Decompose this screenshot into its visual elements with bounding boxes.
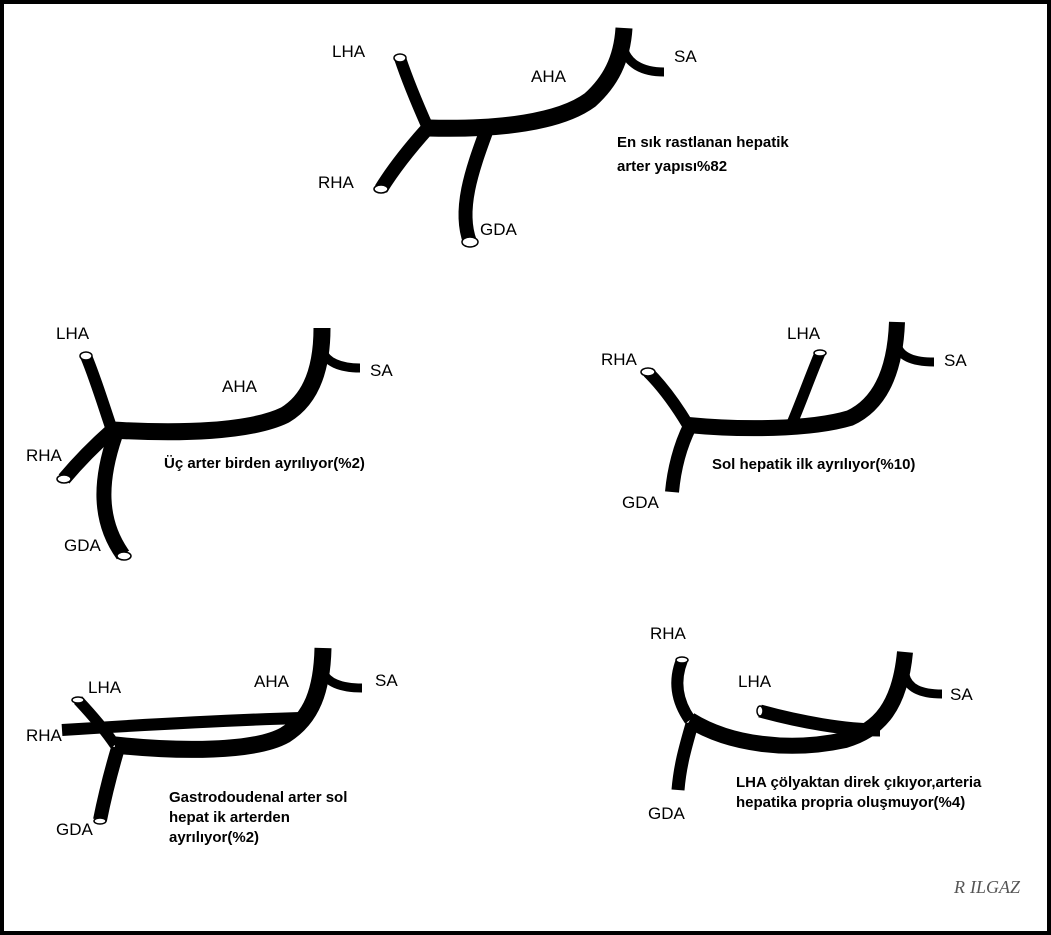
panel-lha-from-celiac-variant: LHA SA RHA GDA LHA çölyaktan direk çıkıy…	[648, 624, 982, 823]
common-hepatic-artery	[112, 328, 322, 432]
caption-line-1: Üç arter birden ayrılıyor(%2)	[164, 455, 365, 472]
splenic-artery	[905, 675, 942, 694]
panel-left-first-variant: LHA SA RHA GDA Sol hepatik ilk ayrılıyor…	[601, 322, 967, 512]
lha-label: LHA	[88, 678, 122, 697]
rha-label: RHA	[318, 173, 355, 192]
lha-label: LHA	[332, 42, 366, 61]
rha-label: RHA	[650, 624, 687, 643]
right-hepatic-artery	[381, 128, 428, 189]
caption-line-1: En sık rastlanan hepatik	[617, 134, 789, 151]
rha-label: RHA	[601, 350, 638, 369]
rha-vessel-end	[57, 475, 71, 483]
lha-vessel-end	[394, 54, 406, 62]
lha-vessel-end	[757, 706, 763, 716]
caption-line-1: LHA çölyaktan direk çıkıyor,arteria	[736, 774, 982, 791]
lha-vessel-end	[72, 697, 84, 703]
sa-label: SA	[375, 671, 398, 690]
panel-common-variant: LHA AHA SA RHA GDA En sık rastlanan hepa…	[318, 28, 789, 247]
splenic-artery	[624, 50, 664, 72]
lha-label: LHA	[787, 324, 821, 343]
caption-line-2: hepatika propria oluşmuyor(%4)	[736, 794, 965, 811]
aha-label: AHA	[254, 672, 290, 691]
splenic-artery	[322, 350, 360, 368]
lha-vessel-end	[814, 350, 826, 356]
left-hepatic-artery	[760, 711, 880, 730]
left-hepatic-artery	[790, 353, 820, 428]
rha-vessel-end	[374, 185, 388, 193]
gastroduodenal-artery	[678, 724, 692, 790]
common-hepatic-artery	[428, 28, 624, 128]
caption-line-1: Sol hepatik ilk ayrılıyor(%10)	[712, 456, 915, 473]
gda-vessel-end	[117, 552, 131, 560]
gastroduodenal-artery	[100, 748, 118, 820]
signature-initial: R	[953, 877, 965, 897]
rha-label: RHA	[26, 726, 63, 745]
author-signature: R ILGAZ	[953, 877, 1021, 897]
right-hepatic-artery	[677, 660, 690, 720]
lha-label: LHA	[738, 672, 772, 691]
caption-line-2: hepat ik arterden	[169, 809, 290, 826]
sa-label: SA	[674, 47, 697, 66]
common-hepatic-artery	[115, 648, 323, 749]
lha-vessel-end	[80, 352, 92, 360]
aha-label: AHA	[222, 377, 258, 396]
rha-label: RHA	[26, 446, 63, 465]
splenic-artery	[323, 672, 362, 688]
gda-vessel-end	[462, 237, 478, 247]
sa-label: SA	[944, 351, 967, 370]
splenic-artery	[897, 345, 934, 362]
lha-label: LHA	[56, 324, 90, 343]
gda-label: GDA	[648, 804, 686, 823]
rha-vessel-end	[641, 368, 655, 376]
sa-label: SA	[370, 361, 393, 380]
aha-label: AHA	[531, 67, 567, 86]
caption-line-3: ayrılıyor(%2)	[169, 829, 259, 846]
sa-label: SA	[950, 685, 973, 704]
gda-vessel-end	[94, 818, 106, 824]
gastroduodenal-artery	[104, 436, 123, 555]
gda-label: GDA	[64, 536, 102, 555]
gda-label: GDA	[622, 493, 660, 512]
caption-line-2: arter yapısı%82	[617, 158, 727, 175]
rha-vessel-end	[676, 657, 688, 663]
left-hepatic-artery	[400, 58, 428, 128]
gastroduodenal-artery	[672, 426, 690, 492]
panel-gda-from-left-variant: LHA AHA SA RHA GDA Gastrodoudenal arter …	[26, 648, 398, 846]
left-hepatic-artery	[86, 356, 112, 430]
signature-text: ILGAZ	[969, 877, 1021, 897]
gda-label: GDA	[56, 820, 94, 839]
panel-trifurcation-variant: LHA AHA SA RHA GDA Üç arter birden ayrıl…	[26, 324, 393, 560]
caption-line-1: Gastrodoudenal arter sol	[169, 789, 347, 806]
right-hepatic-artery	[648, 372, 688, 425]
gda-label: GDA	[480, 220, 518, 239]
